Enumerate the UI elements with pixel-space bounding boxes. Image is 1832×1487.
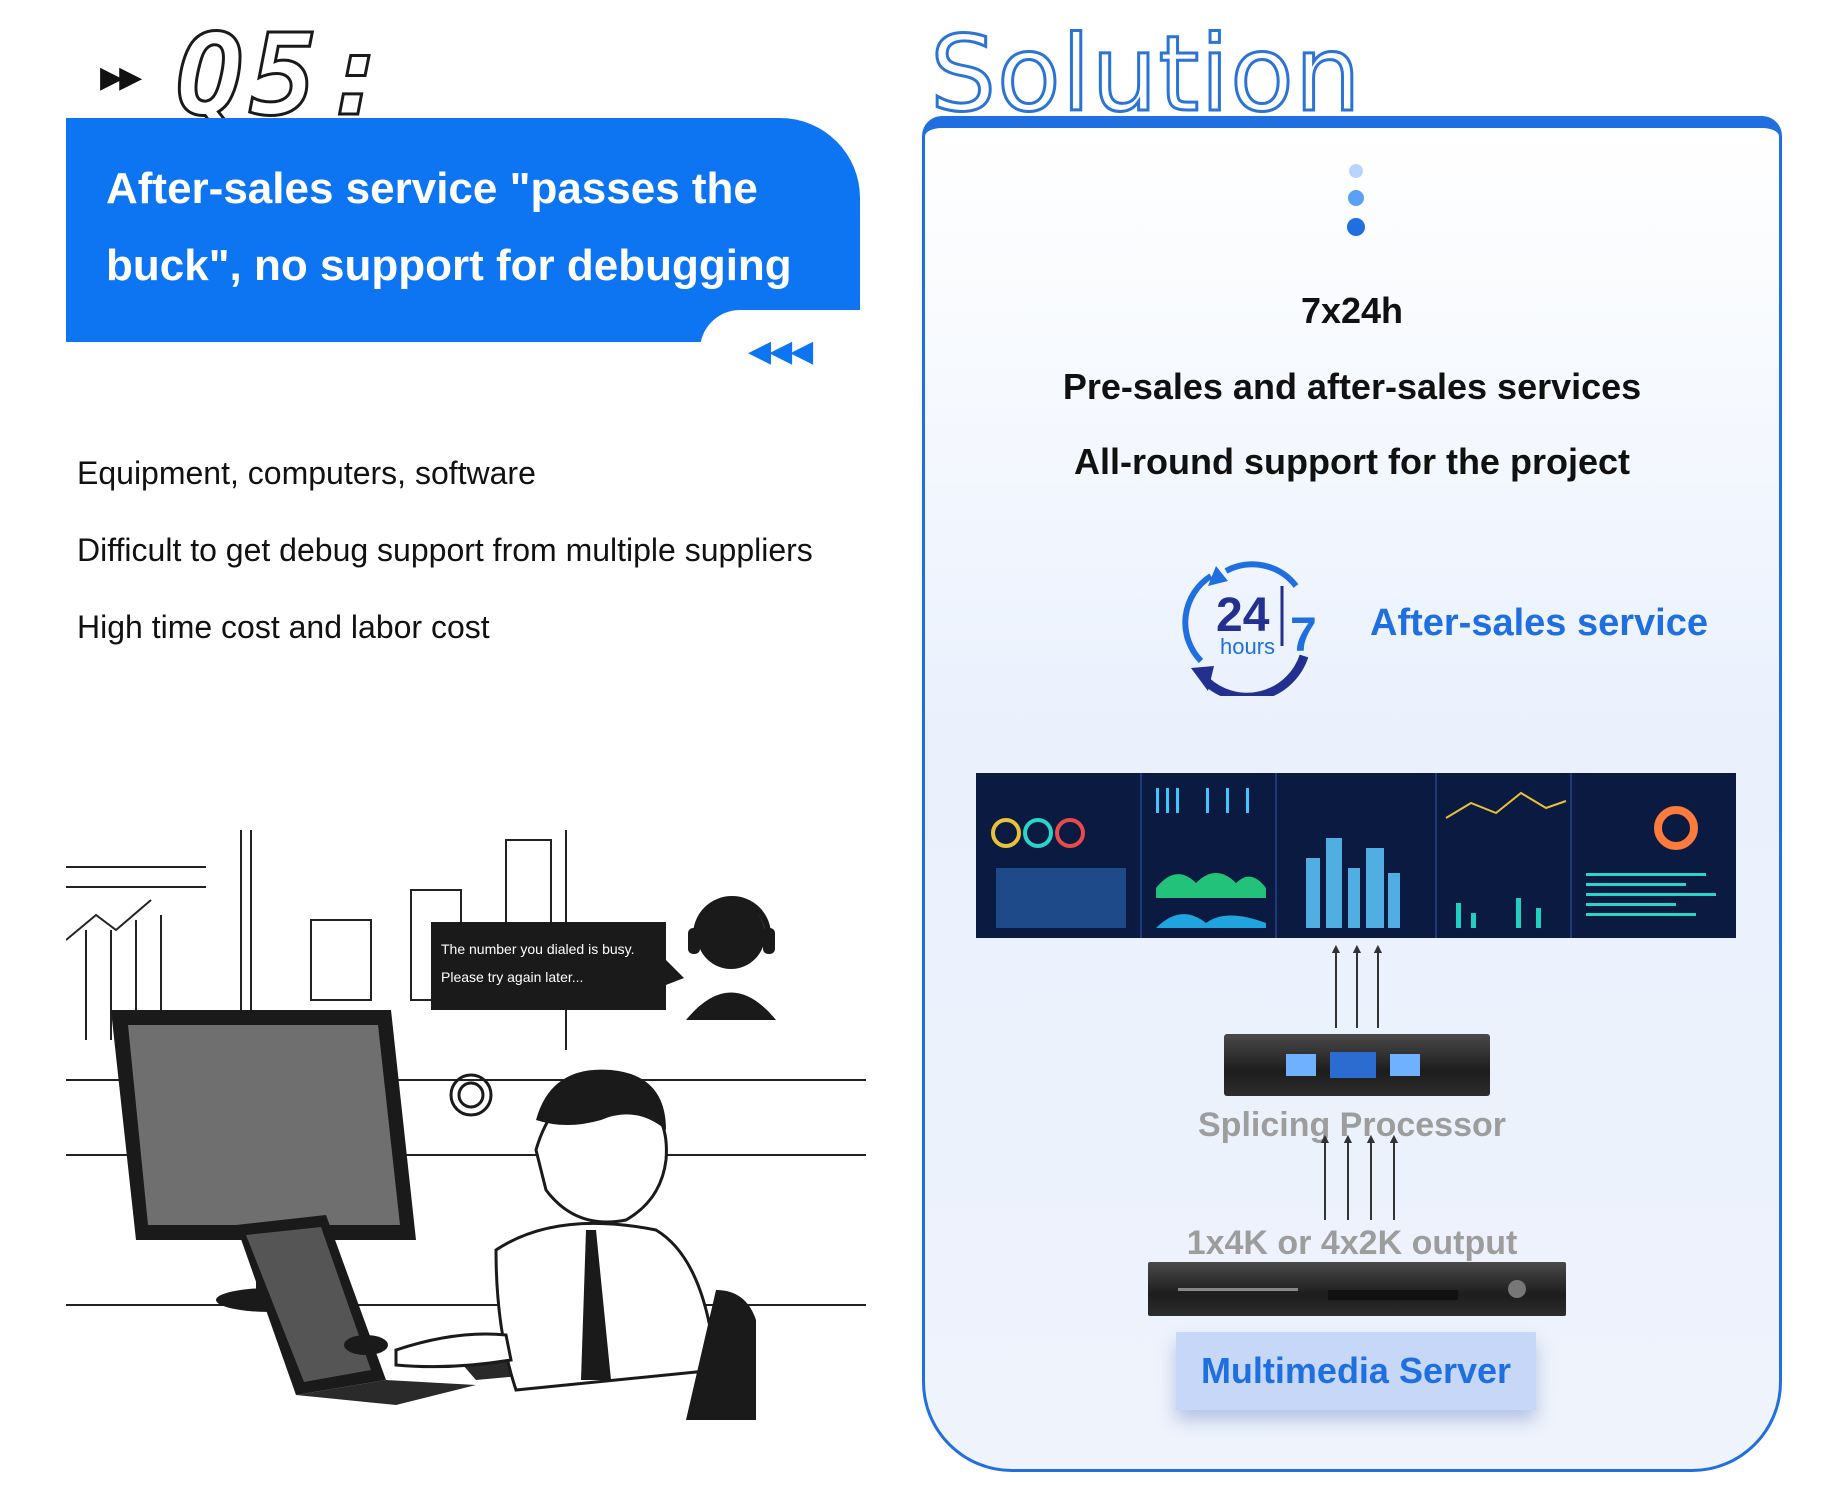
multimedia-server-box <box>1176 1332 1536 1410</box>
triple-back-arrow-icon: ◀◀◀ <box>748 335 813 368</box>
processor-label: Splicing Processor <box>1198 1106 1506 1144</box>
problem-points: Equipment, computers, software Difficult… <box>77 455 813 686</box>
laptop-icon <box>236 1215 476 1405</box>
24-7-hours-icon: 24 hours 7 <box>1182 561 1317 696</box>
arrow-head-icon: ▲ <box>1318 1130 1332 1146</box>
problem-point: High time cost and labor cost <box>77 609 490 645</box>
arrow-head-icon: ▲ <box>1329 940 1343 956</box>
output-label: 1x4K or 4x2K output <box>1186 1224 1518 1262</box>
arrow-up-icon <box>1377 950 1379 1028</box>
solution-line: All-round support for the project <box>1074 441 1630 482</box>
video-wall-dashboard <box>976 773 1736 938</box>
solution-line: Pre-sales and after-sales services <box>1062 366 1642 407</box>
arrow-head-icon: ▲ <box>1341 1130 1355 1146</box>
problem-point: Equipment, computers, software <box>77 455 536 491</box>
badge-side-number: 7 <box>1290 609 1317 662</box>
arrow-up-icon <box>1356 950 1358 1028</box>
problem-banner <box>66 118 860 342</box>
problem-point: Difficult to get debug support from mult… <box>77 532 813 568</box>
problem-title: After-sales service "passes the buck", n… <box>106 164 792 290</box>
after-sales-label: After-sales service <box>1370 602 1708 644</box>
arrow-up-icon <box>1393 1140 1395 1220</box>
arrow-up-icon <box>1324 1140 1326 1220</box>
arrow-head-icon: ▲ <box>1350 940 1364 956</box>
banner-notch <box>700 310 900 370</box>
worker-figure <box>344 1069 756 1420</box>
solution-title: Solution <box>929 13 1363 135</box>
speech-bubble-line: Please try again later... <box>441 969 583 985</box>
step-dot <box>1348 190 1364 206</box>
server-label: Multimedia Server <box>1200 1350 1512 1391</box>
arrow-up-icon <box>1370 1140 1372 1220</box>
multimedia-server-device <box>1148 1262 1566 1316</box>
step-dot <box>1347 218 1365 236</box>
badge-unit: hours <box>1220 634 1275 659</box>
monitor-icon <box>111 1010 416 1312</box>
solution-line: 7x24h <box>1300 290 1404 331</box>
splicing-processor-device <box>1224 1034 1490 1096</box>
arrow-head-icon: ▲ <box>1371 940 1385 956</box>
frustrated-worker-illustration: The number you dialed is busy. Please tr… <box>66 830 866 1420</box>
support-agent-icon <box>686 896 776 1020</box>
arrow-up-icon <box>1347 1140 1349 1220</box>
badge-big-number: 24 <box>1216 589 1270 642</box>
arrow-up-icon <box>1335 950 1337 1028</box>
arrow-head-icon: ▲ <box>1387 1130 1401 1146</box>
speech-bubble-line: The number you dialed is busy. <box>441 941 635 957</box>
question-code: Q5: <box>174 11 397 141</box>
double-arrow-icon: ▶▶ <box>100 61 142 94</box>
arrow-head-icon: ▲ <box>1364 1130 1378 1146</box>
step-dot <box>1349 164 1363 178</box>
